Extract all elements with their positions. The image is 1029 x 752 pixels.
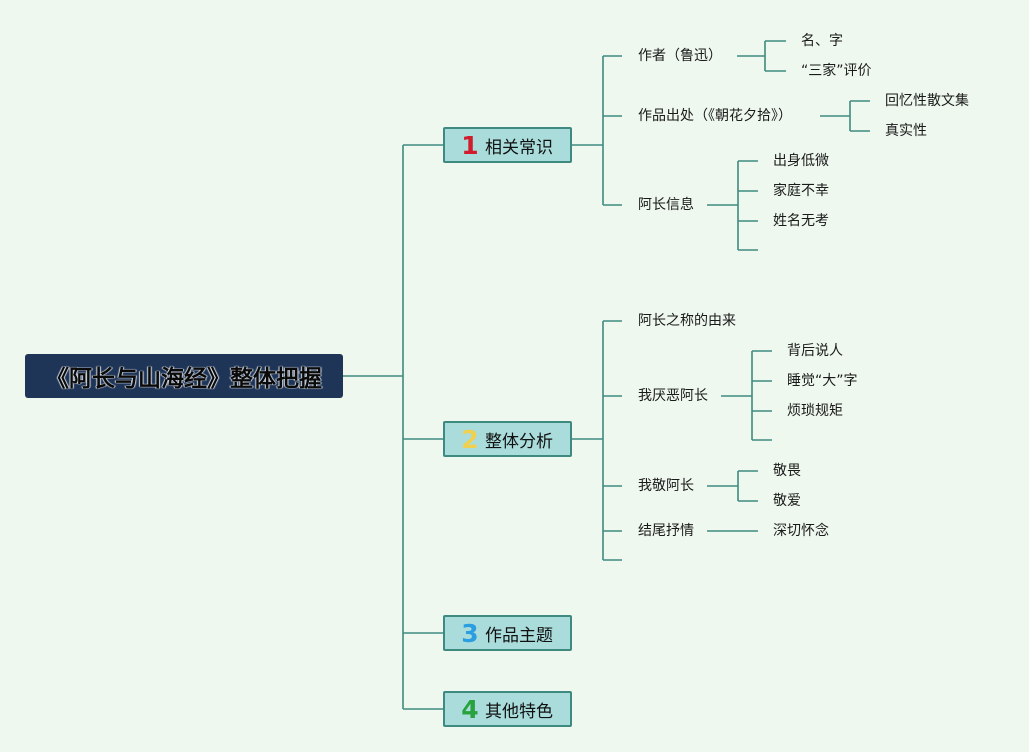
leaf-name[interactable]: 名、字	[801, 33, 843, 49]
leaf-sleeping[interactable]: 睡觉“大”字	[787, 373, 858, 389]
branch-number-4: 4	[461, 694, 479, 724]
root-title: 《阿长与山海经》整体把握	[46, 366, 322, 392]
branch-label-1: 相关常识	[485, 137, 553, 158]
leaf-awe[interactable]: 敬畏	[773, 463, 801, 479]
topic-author[interactable]: 作者（鲁迅）	[638, 48, 722, 64]
leaf-humble-origin[interactable]: 出身低微	[773, 153, 829, 169]
topic-respect[interactable]: 我敬阿长	[638, 478, 694, 494]
leaf-family-misfortune[interactable]: 家庭不幸	[773, 183, 829, 199]
branch-label-2: 整体分析	[485, 431, 553, 452]
topic-azhang-info[interactable]: 阿长信息	[638, 197, 694, 213]
leaf-evaluation[interactable]: “三家”评价	[801, 63, 872, 79]
topic-ending[interactable]: 结尾抒情	[638, 523, 694, 539]
branch-number-2: 2	[461, 424, 479, 454]
root-node[interactable]: 《阿长与山海经》整体把握	[25, 354, 343, 398]
branch-number-1: 1	[461, 130, 479, 160]
leaf-gossip[interactable]: 背后说人	[787, 343, 843, 359]
branch-number-3: 3	[461, 618, 479, 648]
topic-source[interactable]: 作品出处（《朝花夕拾》）	[638, 108, 792, 124]
branch-node-4[interactable]: 4 其他特色	[443, 691, 572, 727]
branch-label-4: 其他特色	[485, 701, 553, 722]
topic-name-origin[interactable]: 阿长之称的由来	[638, 313, 736, 329]
topic-dislike[interactable]: 我厌恶阿长	[638, 388, 708, 404]
leaf-remembrance[interactable]: 深切怀念	[773, 523, 829, 539]
leaf-name-unknown[interactable]: 姓名无考	[773, 213, 829, 229]
branch-node-1[interactable]: 1 相关常识	[443, 127, 572, 163]
leaf-essay-collection[interactable]: 回忆性散文集	[885, 93, 969, 109]
branch-node-2[interactable]: 2 整体分析	[443, 421, 572, 457]
leaf-rules[interactable]: 烦琐规矩	[787, 403, 843, 419]
leaf-authenticity[interactable]: 真实性	[885, 123, 927, 139]
branch-label-3: 作品主题	[485, 625, 553, 646]
branch-node-3[interactable]: 3 作品主题	[443, 615, 572, 651]
leaf-love[interactable]: 敬爱	[773, 493, 801, 509]
